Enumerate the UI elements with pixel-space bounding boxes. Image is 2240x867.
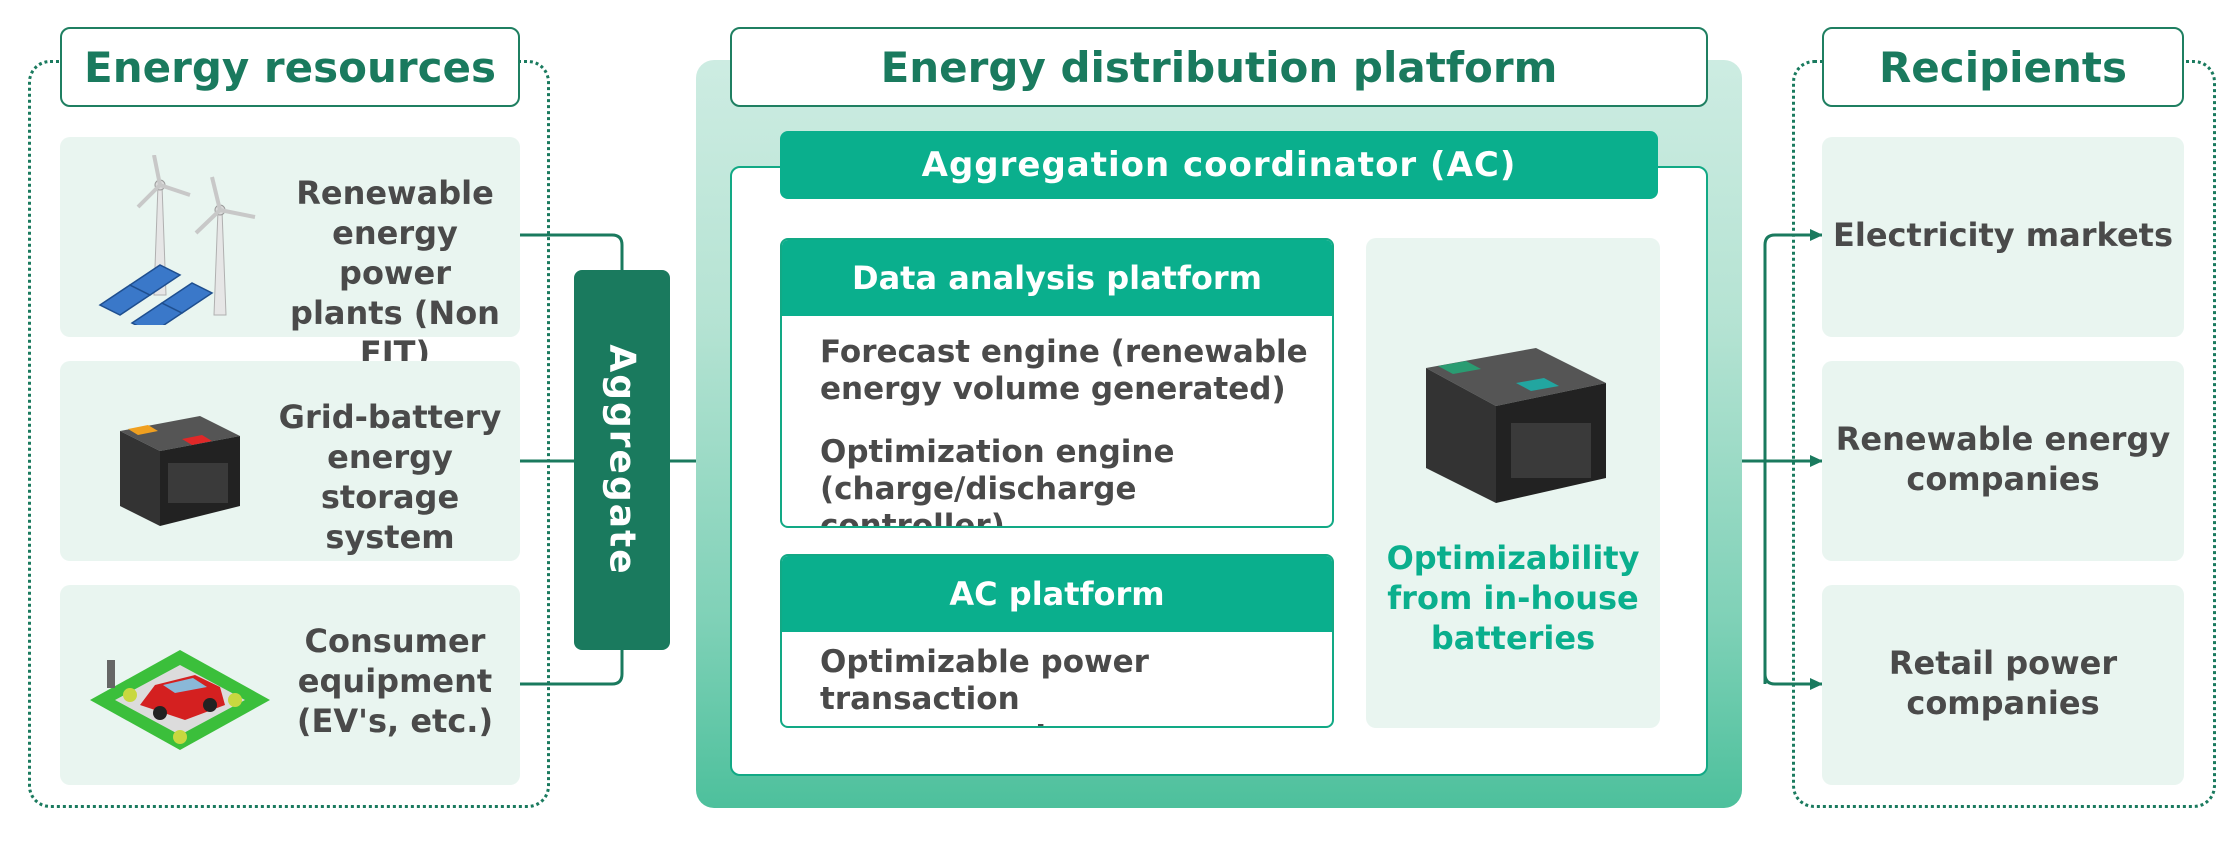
- in-house-battery-label: Optimizability from in-house batteries: [1386, 539, 1640, 657]
- in-house-battery-card: Optimizability from in-house batteries: [1366, 238, 1660, 728]
- ac-platform-title: AC platform: [782, 556, 1332, 632]
- recipient-label-markets: Electricity markets: [1833, 216, 2173, 254]
- ac-platform-text: Optimizable power transaction management: [820, 644, 1149, 726]
- coordinator-title: Aggregation coordinator (AC): [780, 131, 1658, 199]
- connector-resource-3: [520, 650, 624, 686]
- resource-card-battery: Grid-battery energy storage system: [60, 361, 520, 561]
- recipient-label-retail: Retail power companies: [1888, 644, 2118, 722]
- wind-solar-icon: [98, 155, 256, 325]
- recipients-title: Recipients: [1822, 27, 2184, 107]
- connector-resource-1: [520, 233, 624, 270]
- data-analysis-title: Data analysis platform: [782, 240, 1332, 316]
- recipient-card-markets: Electricity markets: [1822, 137, 2184, 337]
- aggregate-bar: Aggregate: [574, 270, 670, 650]
- forecast-engine-text: Forecast engine (renewable energy volume…: [820, 334, 1308, 407]
- recipient-card-retail: Retail power companies: [1822, 585, 2184, 785]
- platform-title: Energy distribution platform: [730, 27, 1708, 107]
- optimization-engine-text: Optimization engine (charge/discharge co…: [820, 434, 1175, 528]
- data-analysis-box: Data analysis platform Forecast engine (…: [780, 238, 1334, 528]
- resources-title: Energy resources: [60, 27, 520, 107]
- arrow-to-recipient-3: [1763, 673, 1823, 690]
- ac-platform-box: AC platform Optimizable power transactio…: [780, 554, 1334, 728]
- resource-card-consumer: Consumer equipment (EV's, etc.): [60, 585, 520, 785]
- recipient-label-renewable: Renewable energy companies: [1835, 420, 2171, 498]
- resource-card-renewable: Renewable energy power plants (Non FIT): [60, 137, 520, 372]
- battery-icon: [1426, 348, 1606, 503]
- aggregate-label: Aggregate: [601, 344, 643, 576]
- resource-label-consumer: Consumer equipment (EV's, etc.): [296, 622, 494, 740]
- arrow-to-recipient-1: [1763, 229, 1823, 684]
- recipient-card-renewable: Renewable energy companies: [1822, 361, 2184, 561]
- resource-label-battery: Grid-battery energy storage system: [278, 398, 502, 556]
- ev-car-icon: [90, 650, 270, 750]
- battery-icon: [120, 416, 240, 526]
- resource-label-renewable: Renewable energy power plants (Non FIT): [290, 174, 500, 372]
